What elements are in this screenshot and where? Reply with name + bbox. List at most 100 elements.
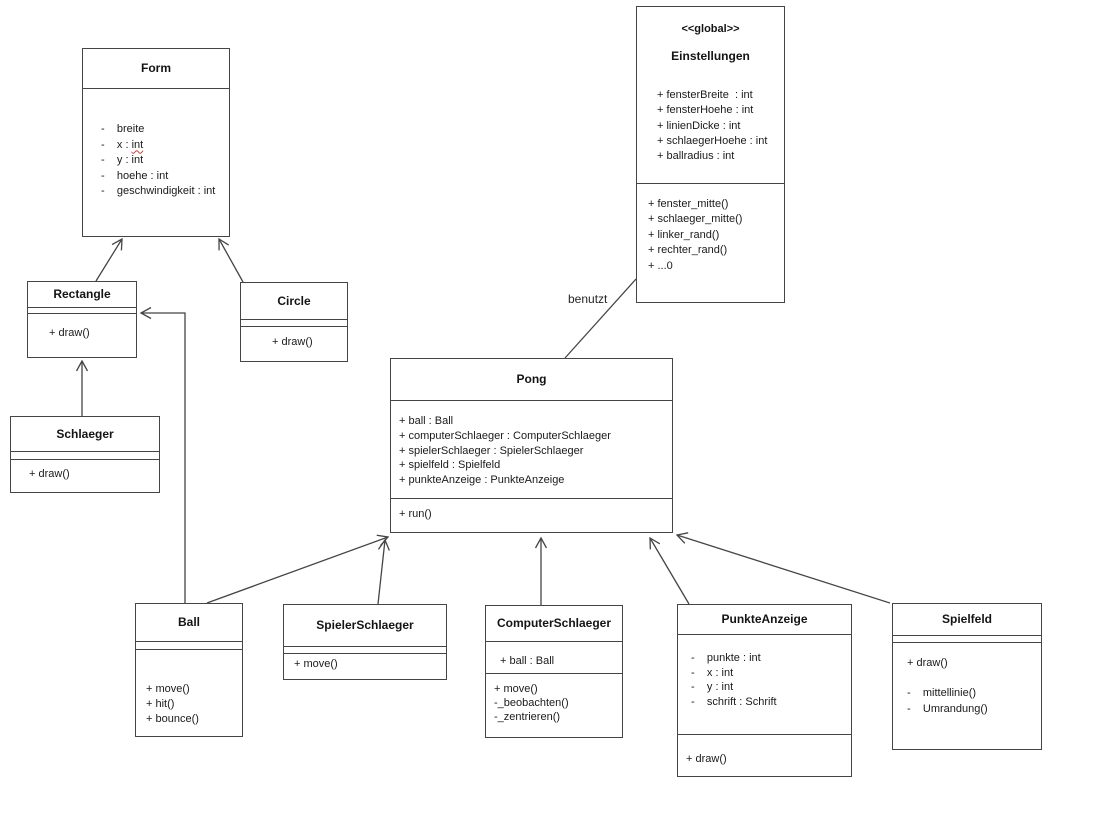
member-row: + ...0	[648, 259, 673, 272]
member-row	[907, 671, 1041, 686]
compartment: Schlaeger	[11, 417, 159, 451]
member-row: - Umrandung()	[907, 702, 988, 715]
compartment: Rectangle	[28, 282, 136, 307]
edge-circle-extends-form	[218, 237, 244, 283]
compartment: - punkte : int- x : int- y : int- schrif…	[678, 634, 851, 734]
member-list: + draw()- mittellinie()- Umrandung()	[893, 656, 1041, 717]
compartment: SpielerSchlaeger	[284, 605, 446, 646]
compartment: Pong	[391, 359, 672, 400]
compartment	[893, 635, 1041, 642]
class-title: Schlaeger	[56, 426, 114, 441]
member-row: + ball : Ball	[399, 415, 454, 427]
member-list: + fensterBreite : int + fensterHoehe : in…	[637, 88, 784, 164]
member-row: - y : int	[101, 154, 144, 166]
member-row: + ballradius : int	[657, 150, 735, 163]
class-pong[interactable]: Pong + ball : Ball + computerSchlaeger : C…	[390, 358, 673, 533]
compartment: - breite- x : int- y : int- hoehe : int-…	[83, 88, 229, 236]
member-row: -_beobachten()	[494, 696, 569, 709]
edge-pong-benutzt-einstellungen	[564, 278, 637, 359]
class-einstellungen[interactable]: <<global>>Einstellungen+ fensterBreite :…	[636, 6, 785, 303]
member-row: + fensterHoehe : int	[657, 104, 754, 117]
class-rectangle[interactable]: Rectangle + draw()	[27, 281, 137, 358]
compartment: + ball : Ball + computerSchlaeger : Compu…	[391, 400, 672, 498]
class-title: PunkteAnzeige	[721, 612, 808, 626]
member-row: + move()	[494, 683, 538, 695]
member-list: + draw()	[678, 752, 851, 767]
member-row: + hit()	[146, 698, 175, 710]
compartment: + draw()	[11, 459, 159, 492]
member-row: + spielerSchlaeger : SpielerSchlaeger	[399, 444, 584, 457]
member-row: + schlaegerHoehe : int	[657, 134, 768, 147]
edge-label-benutzt: benutzt	[568, 292, 608, 306]
edge-rectangle-extends-form	[95, 237, 123, 282]
compartment: + fenster_mitte()+ schlaeger_mitte()+ li…	[637, 183, 784, 302]
member-list: - breite- x : int- y : int- hoehe : int-…	[83, 122, 229, 200]
member-row: + bounce()	[146, 713, 199, 725]
member-row: + ball : Ball	[500, 655, 555, 667]
member-row: + linienDicke : int	[657, 119, 741, 132]
compartment: Ball	[136, 604, 242, 641]
class-title: SpielerSchlaeger	[316, 618, 414, 632]
class-computerschlaeger[interactable]: ComputerSchlaeger+ ball : Ball+ move()-_…	[485, 605, 623, 738]
class-title: Pong	[516, 372, 547, 386]
member-list: + draw()	[28, 326, 136, 341]
edge-ball-extends-rectangle	[139, 306, 186, 603]
member-row: + spielfeld : Spielfeld	[399, 459, 501, 472]
edge-spielerschlaeger-to-pong	[377, 538, 390, 605]
compartment	[28, 307, 136, 313]
member-row: + schlaeger_mitte()	[648, 213, 743, 226]
compartment: + ball : Ball	[486, 641, 622, 673]
member-list: + ball : Ball	[486, 654, 622, 669]
member-row: -_zentrieren()	[494, 710, 561, 723]
compartment: Spielfeld	[893, 604, 1041, 635]
member-list: + move()-_beobachten()-_zentrieren()	[486, 683, 622, 724]
member-row: - geschwindigkeit : int	[101, 185, 216, 197]
compartment: + run()	[391, 498, 672, 532]
member-row: + computerSchlaeger : ComputerSchlaeger	[399, 429, 611, 442]
compartment: PunkteAnzeige	[678, 605, 851, 634]
member-row: + draw()	[686, 753, 727, 765]
compartment	[284, 646, 446, 653]
compartment: Form	[83, 49, 229, 88]
member-row: - schrift : Schrift	[691, 696, 777, 709]
class-ball[interactable]: Ball + move() + hit() + bounce()	[135, 603, 243, 737]
class-form[interactable]: Form- breite- x : int- y : int- hoehe : …	[82, 48, 230, 237]
member-row: - x : int	[691, 666, 734, 679]
member-text: - x :	[101, 138, 132, 151]
class-title: Circle	[277, 293, 311, 308]
member-list: + draw()	[11, 467, 159, 482]
misspelled-word: int	[131, 138, 144, 151]
member-list: + ball : Ball + computerSchlaeger : Compu…	[391, 414, 672, 488]
member-row: - y : int	[691, 681, 734, 694]
compartment: + move()-_beobachten()-_zentrieren()	[486, 673, 622, 737]
member-row: + move()	[294, 658, 338, 670]
compartment	[11, 451, 159, 459]
member-list: - punkte : int- x : int- y : int- schrif…	[678, 651, 851, 710]
compartment: + move() + hit() + bounce()	[136, 649, 242, 736]
class-punkteanzeige[interactable]: PunkteAnzeige- punkte : int- x : int- y …	[677, 604, 852, 777]
compartment: Circle	[241, 283, 347, 319]
member-row: + move()	[146, 683, 190, 695]
compartment: + draw()	[678, 734, 851, 776]
member-list: + move()	[284, 657, 446, 672]
member-row: - x : int	[101, 138, 229, 154]
member-row: + punkteAnzeige : PunkteAnzeige	[399, 474, 565, 487]
compartment: + draw()	[28, 313, 136, 357]
class-schlaeger[interactable]: Schlaeger + draw()	[10, 416, 160, 493]
member-list: + fenster_mitte()+ schlaeger_mitte()+ li…	[637, 197, 784, 274]
compartment: <<global>>Einstellungen+ fensterBreite :…	[637, 7, 784, 183]
class-title: Ball	[177, 615, 200, 629]
member-list: + run()	[391, 507, 672, 522]
member-row: + fensterBreite : int	[657, 89, 753, 101]
edge-punkteanzeige-to-pong	[649, 536, 690, 605]
class-title: Form	[141, 61, 171, 75]
class-spielerschlaeger[interactable]: SpielerSchlaeger + move()	[283, 604, 447, 680]
member-row: + draw()	[907, 657, 948, 669]
class-spielfeld[interactable]: Spielfeld + draw()- mittellinie()- Umrand…	[892, 603, 1042, 750]
class-title: Einstellungen	[671, 49, 750, 63]
member-row: + linker_rand()	[648, 228, 720, 241]
class-circle[interactable]: Circle+ draw()	[240, 282, 348, 362]
member-row: - breite	[101, 123, 145, 135]
